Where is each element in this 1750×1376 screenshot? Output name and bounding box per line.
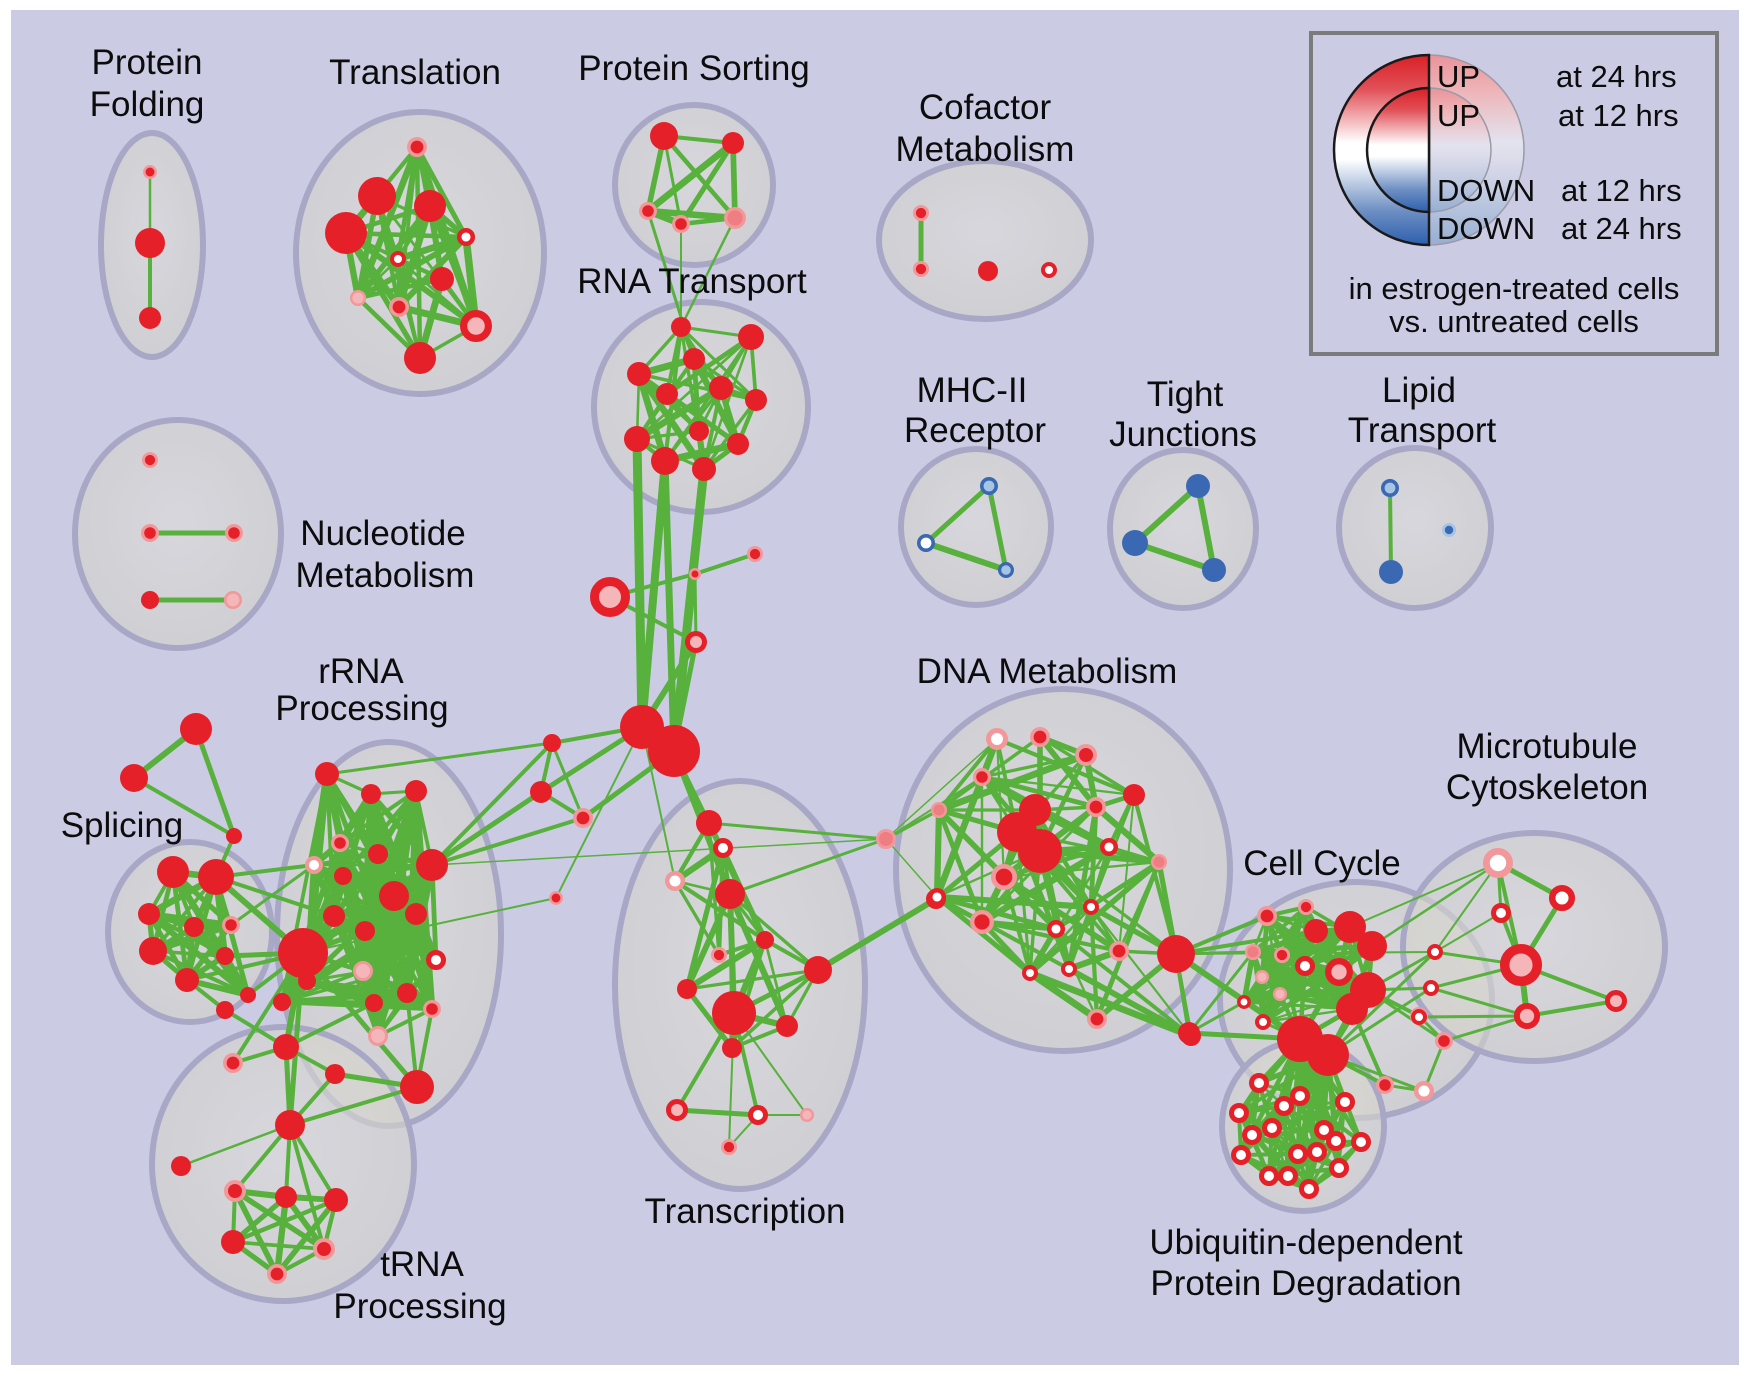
svg-text:Transcription: Transcription [645,1192,846,1231]
svg-text:at 12 hrs: at 12 hrs [1558,98,1679,133]
svg-text:Processing: Processing [275,689,448,728]
svg-text:rRNA: rRNA [318,652,404,691]
svg-text:MHC-II: MHC-II [917,371,1028,410]
svg-text:Lipid: Lipid [1382,371,1456,410]
svg-text:Ubiquitin-dependent: Ubiquitin-dependent [1149,1223,1463,1262]
svg-text:Transport: Transport [1348,411,1497,450]
svg-text:Folding: Folding [90,85,205,124]
svg-text:in estrogen-treated cells: in estrogen-treated cells [1349,271,1680,306]
svg-text:Metabolism: Metabolism [896,130,1075,169]
svg-text:Nucleotide: Nucleotide [300,514,465,553]
svg-text:Protein Sorting: Protein Sorting [578,49,810,88]
svg-text:DNA Metabolism: DNA Metabolism [917,652,1178,691]
svg-text:Cell Cycle: Cell Cycle [1243,844,1401,883]
svg-text:Metabolism: Metabolism [296,556,475,595]
svg-text:Protein: Protein [92,43,203,82]
svg-text:Tight: Tight [1147,375,1224,414]
svg-text:Receptor: Receptor [904,411,1046,450]
svg-text:tRNA: tRNA [380,1245,464,1284]
svg-text:DOWN: DOWN [1437,211,1535,246]
svg-text:at 24 hrs: at 24 hrs [1561,211,1682,246]
svg-text:RNA Transport: RNA Transport [577,262,807,301]
svg-text:at 24 hrs: at 24 hrs [1556,59,1677,94]
svg-text:Cofactor: Cofactor [919,88,1052,127]
svg-text:Processing: Processing [333,1287,506,1326]
svg-text:UP: UP [1437,98,1480,133]
svg-text:Junctions: Junctions [1109,415,1257,454]
svg-text:at 12 hrs: at 12 hrs [1561,173,1682,208]
svg-text:Microtubule: Microtubule [1457,727,1638,766]
svg-text:Protein Degradation: Protein Degradation [1150,1264,1461,1303]
svg-text:Translation: Translation [329,53,501,92]
svg-text:Cytoskeleton: Cytoskeleton [1446,768,1648,807]
svg-text:Splicing: Splicing [61,806,184,845]
svg-text:UP: UP [1437,59,1480,94]
svg-text:vs. untreated cells: vs. untreated cells [1389,304,1639,339]
svg-text:DOWN: DOWN [1437,173,1535,208]
